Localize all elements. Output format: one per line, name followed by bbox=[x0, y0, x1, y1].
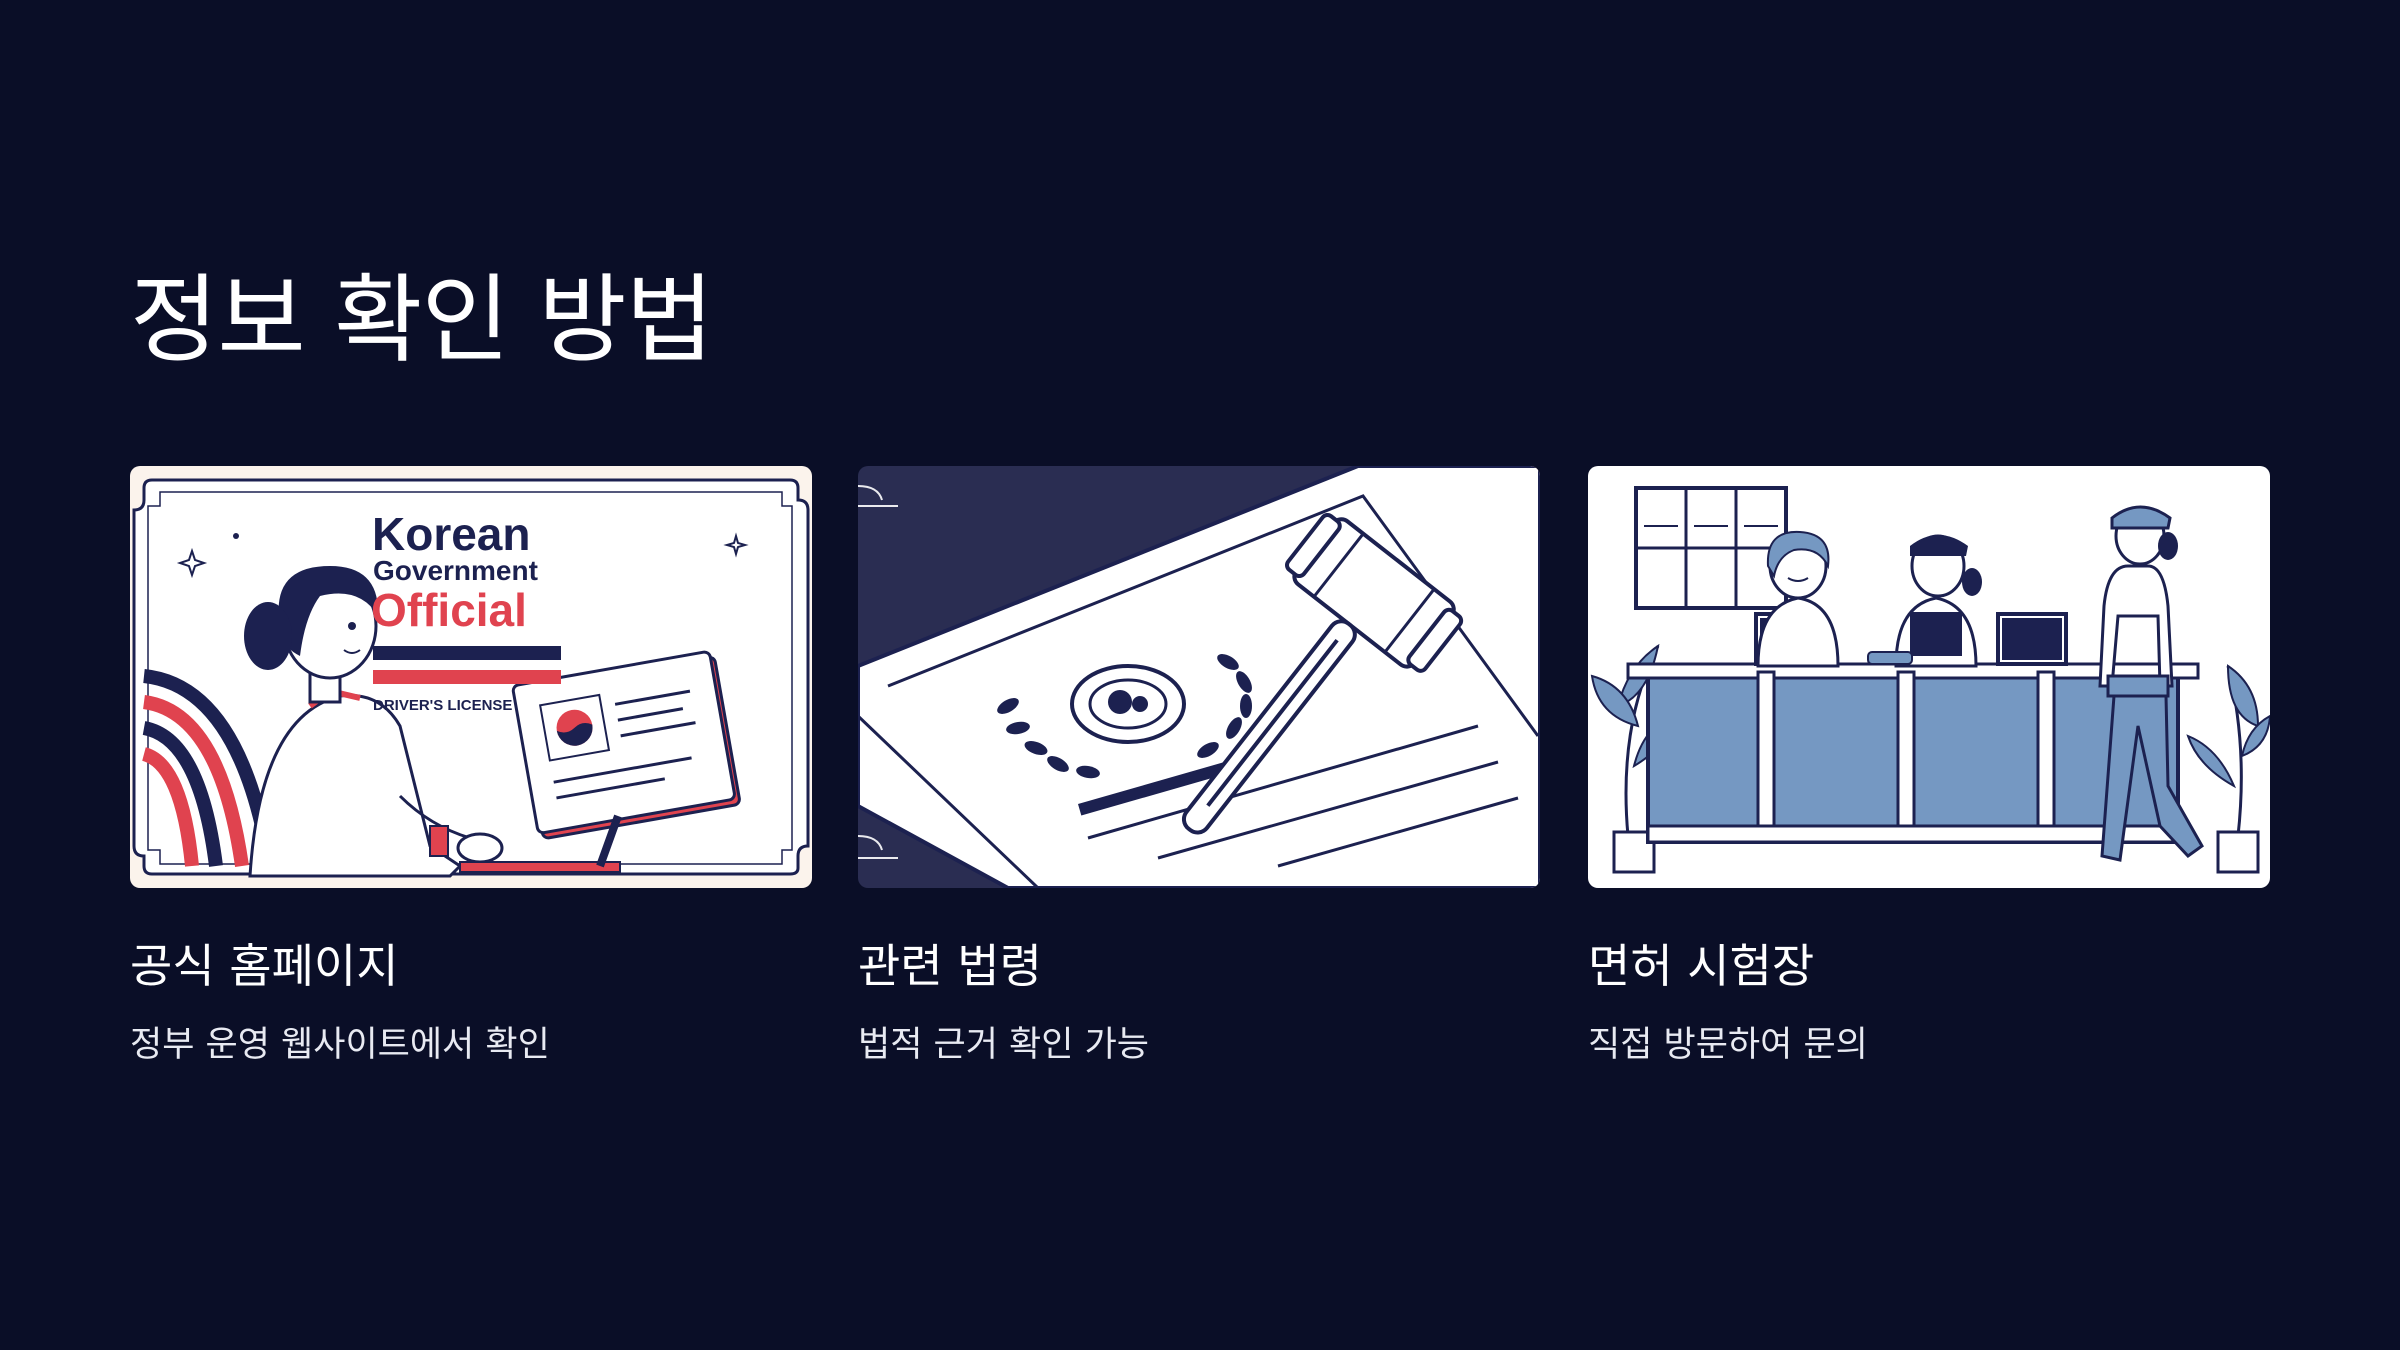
test-center-illustration bbox=[1588, 466, 2270, 888]
logo-text-official: Official bbox=[371, 584, 527, 636]
logo-text-korean: Korean bbox=[372, 508, 530, 560]
card-title: 면허 시험장 bbox=[1588, 939, 1815, 993]
law-gavel-illustration bbox=[858, 466, 1540, 888]
card-description: 직접 방문하여 문의 bbox=[1588, 1025, 1868, 1065]
card-test-center[interactable]: 면허 시험장 직접 방문하여 문의 bbox=[1588, 466, 2270, 1065]
logo-text-license: DRIVER'S LICENSE bbox=[373, 697, 512, 714]
website-illustration: Korean Government Official DRIVER'S LICE… bbox=[130, 466, 812, 888]
logo-text-government: Government bbox=[373, 555, 538, 586]
card-title: 관련 법령 bbox=[858, 939, 1042, 993]
card-description: 정부 운영 웹사이트에서 확인 bbox=[130, 1025, 550, 1065]
card-related-laws[interactable]: 관련 법령 법적 근거 확인 가능 bbox=[858, 466, 1540, 1065]
card-official-website[interactable]: Korean Government Official DRIVER'S LICE… bbox=[130, 466, 812, 1065]
card-description: 법적 근거 확인 가능 bbox=[858, 1025, 1149, 1065]
card-title: 공식 홈페이지 bbox=[130, 939, 399, 993]
page-title: 정보 확인 방법 bbox=[130, 264, 714, 376]
